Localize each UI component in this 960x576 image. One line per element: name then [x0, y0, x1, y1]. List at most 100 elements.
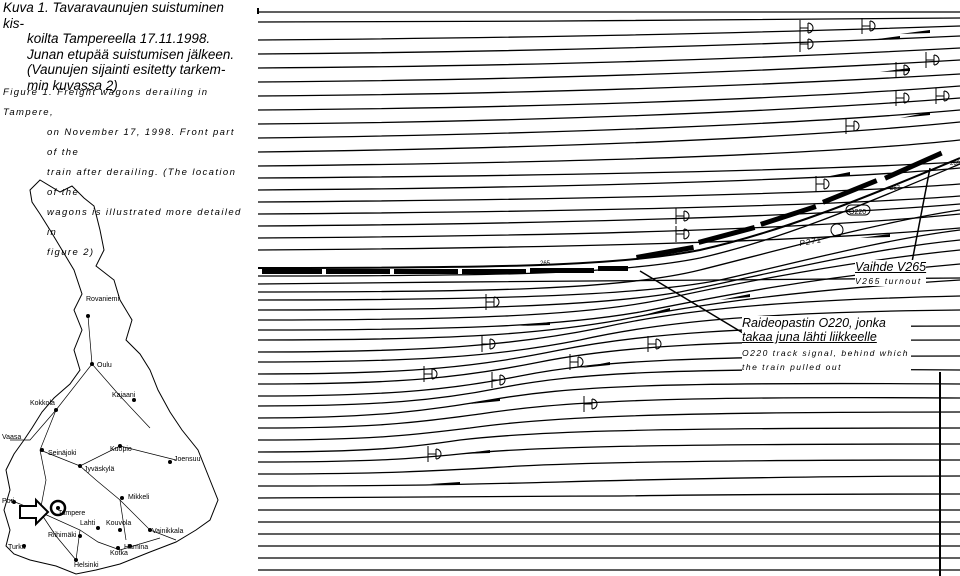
- switch-frog: [900, 112, 930, 118]
- city-kotka: Kotka: [110, 550, 128, 557]
- city-dot: [96, 526, 100, 530]
- wagon: [530, 268, 594, 273]
- v269-mark: 269: [950, 161, 960, 167]
- city-dot: [132, 398, 136, 402]
- railway-network: [9, 315, 177, 561]
- wagon: [262, 269, 322, 274]
- city-dot: [54, 408, 58, 412]
- wagon: [394, 269, 458, 274]
- tampere-marker-dot: [56, 506, 60, 510]
- city-dot: [118, 528, 122, 532]
- city-dot: [128, 544, 132, 548]
- city-dot: [86, 314, 90, 318]
- switch-frog: [900, 30, 930, 34]
- city-joensuu: Joensuu: [174, 456, 201, 463]
- wagon: [636, 244, 694, 260]
- train-wagons: [262, 150, 943, 274]
- city-tampere: Tampere: [58, 510, 86, 517]
- signal-symbol: [861, 18, 876, 34]
- city-hamina: Hamina: [124, 544, 149, 551]
- signal-symbol: [799, 36, 814, 52]
- signal-symbol: [485, 294, 500, 310]
- city-dot: [90, 362, 94, 366]
- switch-frog: [520, 322, 550, 326]
- wagon: [326, 269, 390, 274]
- signal-symbol: [675, 226, 690, 242]
- v265-mark: 265: [540, 261, 551, 267]
- turnout-label: Vaihde V265 V265 turnout: [855, 260, 927, 286]
- turnout-label-fi: Vaihde V265: [855, 260, 927, 274]
- switch-frog: [580, 362, 610, 368]
- city-lahti: Lahti: [80, 520, 96, 527]
- switch-frog: [430, 482, 460, 485]
- signal-symbol: [423, 366, 438, 382]
- signal-symbol: [569, 354, 584, 370]
- city-dot: [40, 448, 44, 452]
- finland-map: [3, 179, 219, 575]
- switch-frog: [860, 234, 890, 238]
- switch-frog: [470, 398, 500, 404]
- wagon: [822, 178, 878, 205]
- city-dot: [120, 496, 124, 500]
- city-kuopio: Kuopio: [110, 446, 132, 453]
- tampere-arrow-icon: [19, 497, 50, 527]
- city-pori: Pori: [2, 498, 15, 505]
- city-kokkola: Kokkola: [30, 400, 55, 407]
- caption-finnish: Kuva 1. Tavaravaunujen suistuminen kis- …: [3, 0, 243, 93]
- wagon: [698, 224, 756, 245]
- switch-frog: [820, 172, 850, 178]
- wagon: [883, 150, 943, 181]
- signal-label: Raideopastin O220, jonka takaa juna läht…: [742, 316, 911, 372]
- city-vaasa: Vaasa: [2, 434, 22, 441]
- city-dot: [78, 464, 82, 468]
- caption-fi-line1: Kuva 1. Tavaravaunujen suistuminen kis-: [3, 0, 224, 31]
- city-turku: Turku: [8, 544, 26, 551]
- signal-symbol: [647, 336, 662, 352]
- caption-fi-line4: (Vaunujen sijainti esitetty tarkem-: [27, 62, 226, 77]
- city-dot: [22, 544, 26, 548]
- caption-fi-line2: koilta Tampereella 17.11.1998.: [27, 31, 211, 46]
- caption-en-line2: on November 17, 1998. Front part of the: [47, 127, 235, 158]
- switch-frog: [880, 68, 910, 72]
- signal-label-fi-line2: takaa juna lähti liikkeelle: [742, 330, 877, 344]
- turnout-pointer: [911, 167, 931, 263]
- city-seinajoki: Seinäjoki: [48, 450, 77, 457]
- caption-fi-line3: Junan etupää suistumisen jälkeen.: [27, 46, 235, 62]
- v267-mark: 267: [890, 186, 901, 192]
- city-kajaani: Kajaani: [112, 392, 136, 399]
- city-mikkeli: Mikkeli: [128, 494, 150, 501]
- wagon: [760, 204, 817, 227]
- signal-symbol: [675, 208, 690, 224]
- signal-label-fi-line1: Raideopastin O220, jonka: [742, 316, 886, 330]
- o220-signal-icon: [830, 223, 844, 237]
- switch-frogs: [430, 30, 930, 485]
- signal-symbol: [845, 118, 860, 134]
- signal-pointer: [639, 270, 749, 337]
- p271-mark: P271: [799, 235, 823, 248]
- signal-symbol: [583, 396, 598, 412]
- city-helsinki: Helsinki: [74, 562, 99, 569]
- city-dots: [12, 314, 172, 562]
- caption-en-line3: train after derailing. (The location of …: [47, 167, 237, 198]
- caption-fi-line5: min kuvassa 2): [27, 77, 118, 93]
- signal-symbol: [935, 88, 950, 104]
- city-jyvaskyla: Jyväskylä: [84, 466, 115, 473]
- signals: [423, 18, 950, 462]
- pointer-lines: [639, 167, 931, 337]
- o220-box: [845, 204, 871, 216]
- tampere-marker-icon: [49, 499, 67, 517]
- wagon: [598, 266, 628, 271]
- caption-en-line5: figure 2): [47, 247, 95, 258]
- city-dot: [74, 558, 78, 562]
- signal-symbol: [815, 176, 830, 192]
- switch-frog: [640, 308, 670, 316]
- city-riihimaki: Riihimäki: [48, 532, 77, 539]
- city-dot: [168, 460, 172, 464]
- city-oulu: Oulu: [97, 362, 112, 369]
- signal-symbol: [427, 446, 442, 462]
- city-dot: [148, 528, 152, 532]
- signal-symbol: [481, 336, 496, 352]
- city-kouvola: Kouvola: [106, 520, 132, 527]
- switch-frog: [720, 294, 750, 300]
- signal-symbol: [895, 90, 910, 106]
